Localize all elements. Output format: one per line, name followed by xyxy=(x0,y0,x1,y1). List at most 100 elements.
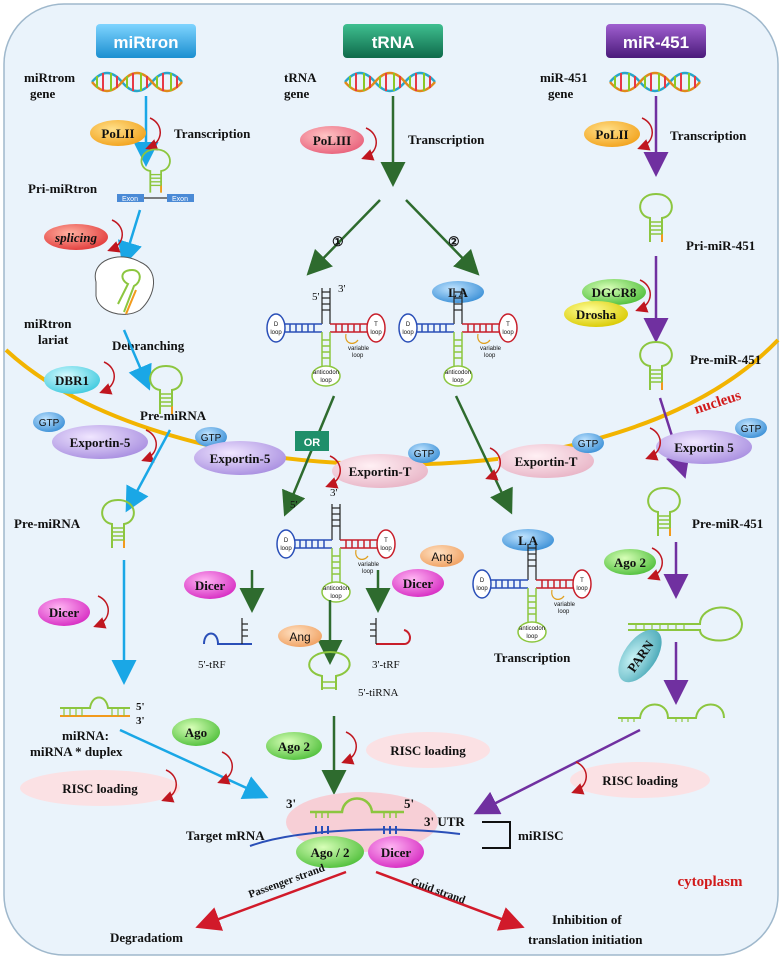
svg-text:Transcription: Transcription xyxy=(408,132,485,147)
polii-enzyme xyxy=(90,120,146,146)
trna-gene-line2: gene xyxy=(284,86,310,101)
svg-text:Exon: Exon xyxy=(172,196,188,203)
exportin-t-1 xyxy=(332,454,428,488)
svg-text:Exportin 5: Exportin 5 xyxy=(674,440,734,455)
svg-text:5': 5' xyxy=(312,291,320,303)
svg-text:Dicer: Dicer xyxy=(49,605,80,620)
svg-text:3': 3' xyxy=(338,283,346,295)
processed-hairpin xyxy=(628,606,744,642)
trna-header: tRNA xyxy=(343,24,443,58)
exon-box-1 xyxy=(117,194,144,202)
dicer-enzyme-2 xyxy=(184,571,236,599)
mature-mir451 xyxy=(618,703,725,722)
svg-text:Drosha: Drosha xyxy=(576,307,617,322)
gtp-1 xyxy=(33,412,65,432)
svg-text:Debranching: Debranching xyxy=(112,338,185,353)
mirna-duplex xyxy=(60,696,130,717)
or-box xyxy=(295,431,329,451)
svg-text:3'-tRF: 3'-tRF xyxy=(372,659,400,671)
lariat-line1: miRtron xyxy=(24,316,72,331)
svg-text:DGCR8: DGCR8 xyxy=(592,285,637,300)
lariat-loop xyxy=(94,256,154,315)
svg-text:5': 5' xyxy=(290,499,298,511)
dicer-enzyme-3 xyxy=(392,569,444,597)
mirtron-header: miRtron xyxy=(96,24,196,58)
duplex-line2: miRNA * duplex xyxy=(30,744,123,759)
gtp-2 xyxy=(195,427,227,447)
svg-text:Exportin-5: Exportin-5 xyxy=(210,451,271,466)
exportin-t-2 xyxy=(498,444,594,478)
svg-text:Pri-miRtron: Pri-miRtron xyxy=(28,181,98,196)
trf-3-fragment xyxy=(370,618,411,645)
svg-text:Exportin-5: Exportin-5 xyxy=(70,435,131,450)
svg-text:Transcription: Transcription xyxy=(174,126,251,141)
svg-text:Ang: Ang xyxy=(431,550,452,564)
svg-text:Degradatiom: Degradatiom xyxy=(110,930,183,945)
svg-text:miRISC: miRISC xyxy=(518,828,564,843)
dgcr8-protein xyxy=(582,279,646,305)
svg-text:Transcription: Transcription xyxy=(494,650,571,665)
svg-text:tRNA: tRNA xyxy=(372,33,415,52)
inhibition-line2: translation initiation xyxy=(528,932,643,947)
mirna-on-target xyxy=(310,797,404,818)
svg-text:L A: L A xyxy=(518,533,538,548)
risc-loading-3 xyxy=(570,762,710,798)
svg-text:Ago: Ago xyxy=(185,725,207,740)
svg-text:Ang: Ang xyxy=(289,630,310,644)
svg-text:Ago 2: Ago 2 xyxy=(278,739,310,754)
svg-text:Ago 2: Ago 2 xyxy=(614,555,646,570)
exportin5-2 xyxy=(194,441,286,475)
svg-text:miR-451: miR-451 xyxy=(623,33,689,52)
svg-text:3': 3' xyxy=(286,796,296,811)
mir451-header: miR-451 xyxy=(606,24,706,58)
svg-text:Ago / 2: Ago / 2 xyxy=(311,845,350,860)
trf-5-fragment xyxy=(203,618,252,645)
tirna-fragment xyxy=(308,650,351,690)
ago-protein-1 xyxy=(172,718,220,746)
gtp-5 xyxy=(735,418,767,438)
svg-text:Exportin-T: Exportin-T xyxy=(349,464,412,479)
ago-protein-center xyxy=(296,836,364,868)
exportin5-3 xyxy=(656,430,752,464)
svg-text:②: ② xyxy=(448,234,460,249)
mir451-gene-line1: miR-451 xyxy=(540,70,588,85)
svg-text:Exportin-T: Exportin-T xyxy=(515,454,578,469)
svg-text:Pre-miRNA: Pre-miRNA xyxy=(140,408,207,423)
svg-text:OR: OR xyxy=(304,437,321,449)
svg-text:Pre-miR-451: Pre-miR-451 xyxy=(692,516,763,531)
svg-text:splicing: splicing xyxy=(54,230,97,245)
ago2-protein-1 xyxy=(266,732,322,760)
svg-text:RISC loading: RISC loading xyxy=(390,743,466,758)
svg-text:GTP: GTP xyxy=(741,424,762,435)
svg-text:Dicer: Dicer xyxy=(195,578,226,593)
svg-text:Exon: Exon xyxy=(122,196,138,203)
gtp-4 xyxy=(572,433,604,453)
risc-loading-1 xyxy=(20,770,180,806)
lariat-line2: lariat xyxy=(38,332,69,347)
ang-enzyme-2 xyxy=(278,625,322,647)
ang-enzyme-1 xyxy=(420,545,464,567)
svg-text:5': 5' xyxy=(404,796,414,811)
dicer-enzyme-1 xyxy=(38,598,90,626)
trna-gene-line1: tRNA xyxy=(284,70,317,85)
svg-text:cytoplasm: cytoplasm xyxy=(678,874,744,890)
target-mrna-strand xyxy=(249,828,461,847)
polii-enzyme-2 xyxy=(584,121,640,147)
mirisc-bracket xyxy=(482,821,511,849)
svg-text:PoLII: PoLII xyxy=(101,126,134,141)
svg-text:Dicer: Dicer xyxy=(403,576,434,591)
exon-box-2 xyxy=(167,194,194,202)
drosha-protein xyxy=(564,301,628,327)
svg-text:Target mRNA: Target mRNA xyxy=(186,828,265,843)
svg-text:PoLIII: PoLIII xyxy=(313,133,351,148)
svg-text:Transcription: Transcription xyxy=(670,128,747,143)
la-protein-2 xyxy=(502,529,554,551)
svg-text:RISC loading: RISC loading xyxy=(602,773,678,788)
svg-text:3' UTR: 3' UTR xyxy=(424,814,465,829)
svg-text:GTP: GTP xyxy=(578,439,599,450)
risc-loading-2 xyxy=(366,732,490,768)
svg-text:PoLII: PoLII xyxy=(595,127,628,142)
svg-text:5'-tiRNA: 5'-tiRNA xyxy=(358,687,399,699)
svg-text:①: ① xyxy=(332,234,344,249)
